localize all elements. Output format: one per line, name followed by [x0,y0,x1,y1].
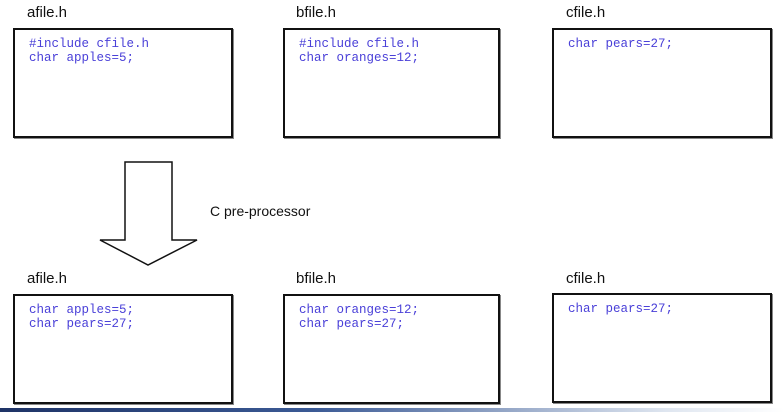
after-afile-box: char apples=5;char pears=27; [13,294,233,404]
before-bfile-label: bfile.h [296,4,337,21]
before-cfile-box: char pears=27; [552,28,772,138]
after-afile-code: char apples=5;char pears=27; [29,303,134,331]
code-line: char apples=5; [29,51,135,65]
code-line: char pears=27; [29,317,135,331]
after-cfile-code: char pears=27; [568,302,673,316]
down-arrow-icon [99,161,198,266]
before-afile-label: afile.h [27,4,68,21]
code-line: #include cfile.h [29,37,150,51]
code-line: char pears=27; [568,37,674,51]
before-cfile-label: cfile.h [566,4,606,21]
code-line: char oranges=12; [299,303,420,317]
code-line: char oranges=12; [299,51,420,65]
before-cfile-code: char pears=27; [568,37,673,51]
after-bfile-label: bfile.h [296,270,337,287]
after-bfile-code: char oranges=12;char pears=27; [299,303,419,331]
after-afile-label: afile.h [27,270,68,287]
footer-bar [0,408,784,412]
after-bfile-box: char oranges=12;char pears=27; [283,294,500,404]
after-cfile-box: char pears=27; [552,293,772,403]
code-line: #include cfile.h [299,37,420,51]
code-line: char pears=27; [568,302,674,316]
arrow-caption: C pre-processor [210,203,311,219]
code-line: char pears=27; [299,317,405,331]
code-line: char apples=5; [29,303,135,317]
after-cfile-label: cfile.h [566,270,606,287]
